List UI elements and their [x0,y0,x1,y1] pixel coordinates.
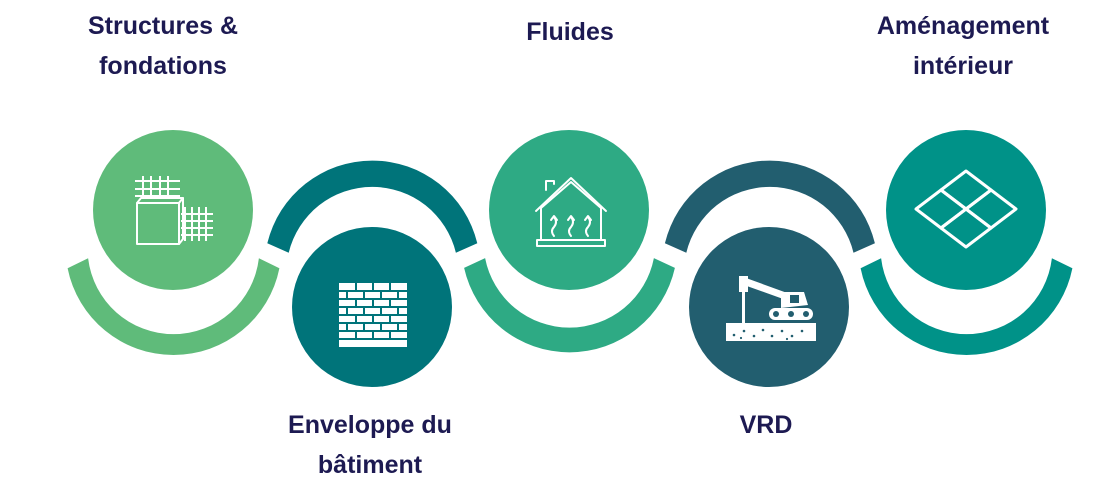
step-4-arc [664,160,875,253]
step-2-label: Enveloppe du bâtiment [288,411,452,479]
step-2-arc [267,160,478,253]
step-5-arc [860,258,1073,356]
rebar-foundation-icon [135,176,213,245]
step-4-label: VRD [739,411,793,439]
step-3-circle [489,130,649,290]
step-1-label: Structures & fondations [87,12,239,80]
step-5-label: Aménagement intérieur [876,12,1050,80]
floor-tiles-icon [914,169,1018,249]
step-3-arc [464,258,675,353]
step-1-arc [67,258,280,356]
step-4-circle [689,227,849,387]
step-3-label: Fluides [526,18,614,46]
connector-arcs [67,160,1073,356]
house-heating-icon [535,177,607,247]
brick-wall-icon [339,283,407,347]
excavator-icon [726,276,816,341]
